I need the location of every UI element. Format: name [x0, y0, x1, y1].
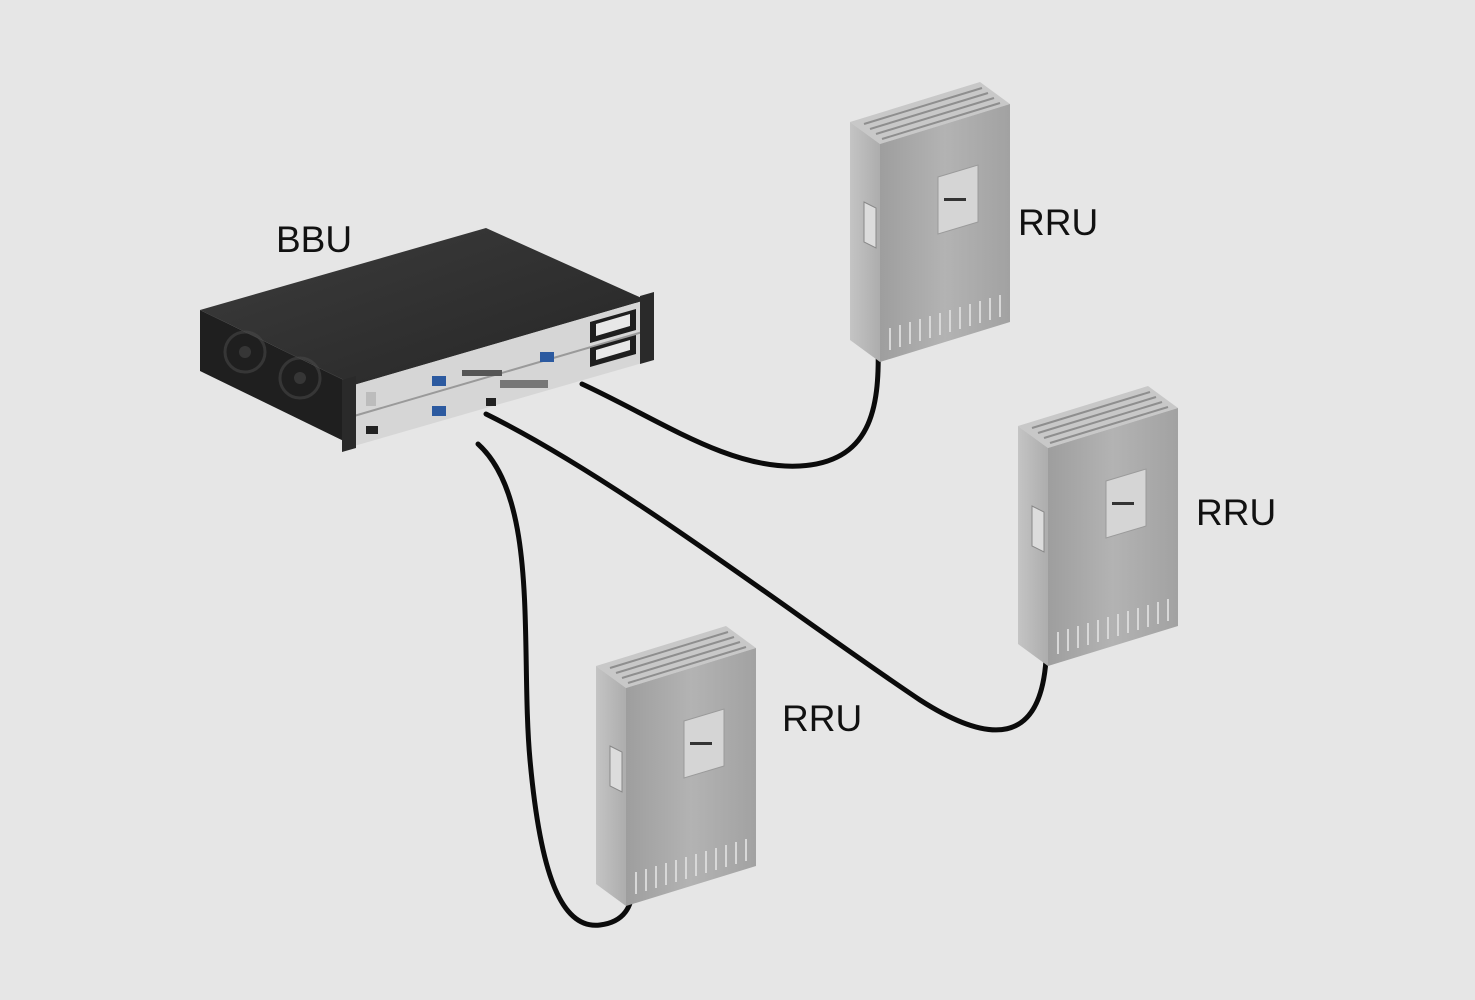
- rru-bottom-unit: [596, 626, 756, 906]
- rru-bottom-vents: [1057, 599, 1169, 654]
- rru-bottom-vents: [635, 839, 747, 894]
- cable-bbu-to-rru-right: [483, 411, 1049, 733]
- rru-bottom-vents: [889, 295, 1001, 350]
- rru-bottom-label: RRU: [782, 698, 863, 739]
- rru-right-unit: [1018, 386, 1178, 666]
- rru-handle: [863, 201, 877, 249]
- rru-top-label: RRU: [1018, 202, 1099, 243]
- rru-front-face: [880, 104, 1010, 362]
- rru-handle: [609, 745, 623, 793]
- rru-handle: [1031, 505, 1045, 553]
- bbu-rack-ear-left: [342, 376, 356, 452]
- rru-front-face: [626, 648, 756, 906]
- cables: [475, 342, 1049, 928]
- bbu-front-modules: [366, 309, 636, 434]
- cable-bbu-to-rru-bottom: [475, 441, 635, 928]
- rru-right-label: RRU: [1196, 492, 1277, 533]
- bbu-label: BBU: [276, 219, 353, 260]
- bbu-rack-ear-right: [640, 292, 654, 364]
- cable-bbu-to-rru-top: [579, 342, 881, 469]
- rru-top-vents: [863, 87, 1001, 140]
- rru-top-vents: [1031, 391, 1169, 444]
- bbu-unit: [200, 228, 654, 452]
- rru-front-face: [1048, 408, 1178, 666]
- bbu-top-face: [200, 228, 646, 385]
- rru-top-unit: [850, 82, 1010, 362]
- bbu-fan-grille: [223, 330, 322, 400]
- rru-top-vents: [609, 631, 747, 684]
- bbu-side-face: [200, 310, 354, 446]
